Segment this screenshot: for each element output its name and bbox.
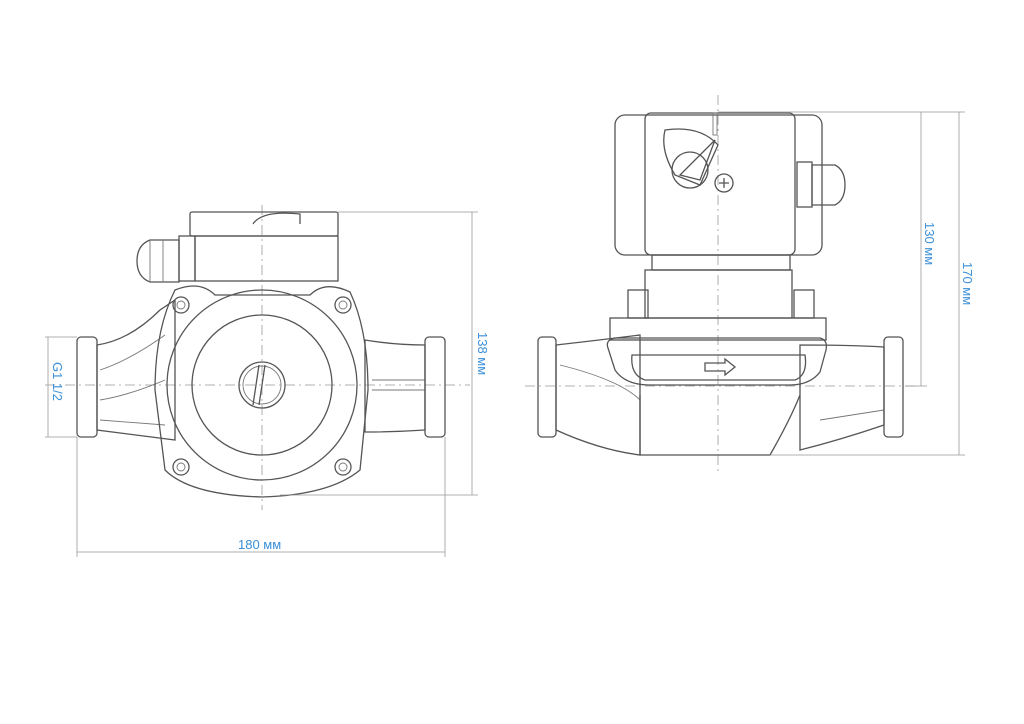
selector-pointer bbox=[678, 139, 716, 181]
side-outlet-pipe bbox=[799, 344, 885, 451]
side-inlet-pipe bbox=[555, 334, 641, 456]
vent-screw bbox=[238, 361, 286, 409]
dimension-138: 138 мм bbox=[280, 211, 490, 496]
pump-housing bbox=[154, 285, 369, 498]
indicator-slot bbox=[712, 112, 718, 136]
flange-bolt-right bbox=[793, 289, 815, 319]
side-outlet-flange bbox=[883, 336, 904, 438]
outlet-flange bbox=[424, 336, 446, 438]
side-inlet-flange bbox=[537, 336, 557, 438]
speed-selector-dial bbox=[671, 151, 709, 189]
thread-size-label: G1 1/2 bbox=[50, 362, 65, 401]
side-view: 130 мм 170 мм bbox=[525, 95, 975, 475]
dimension-180: 180 мм bbox=[76, 437, 446, 557]
inlet-pipe bbox=[96, 298, 176, 441]
side-volute-bottom bbox=[639, 394, 801, 456]
gland-nut bbox=[178, 235, 196, 282]
dimension-thread: G1 1/2 bbox=[45, 336, 77, 438]
control-box bbox=[644, 112, 796, 256]
dimension-length-label: 180 мм bbox=[238, 537, 281, 552]
screw-icon bbox=[714, 173, 734, 193]
terminal-box bbox=[194, 235, 339, 282]
motor-housing bbox=[614, 114, 823, 256]
cable-gland bbox=[136, 239, 180, 283]
side-gland-nut bbox=[796, 161, 813, 208]
outlet-pipe bbox=[364, 339, 426, 433]
inlet-flange bbox=[76, 336, 98, 438]
speed-selector-knob bbox=[663, 128, 719, 186]
dimension-170: 170 мм bbox=[958, 112, 975, 455]
flange-bolt-left bbox=[627, 289, 649, 319]
dimension-130: 130 мм bbox=[920, 112, 937, 386]
motor-neck bbox=[651, 254, 791, 271]
side-volute-top bbox=[606, 337, 828, 386]
flow-direction-arrow bbox=[704, 357, 737, 377]
motor-stator bbox=[644, 269, 793, 319]
total-height-label: 170 мм bbox=[960, 262, 975, 305]
axis-height-label: 130 мм bbox=[922, 222, 937, 265]
side-cable-gland bbox=[811, 164, 846, 206]
housing-bolts bbox=[172, 296, 352, 476]
dimension-height-label: 138 мм bbox=[475, 332, 490, 375]
front-view: 138 мм 180 мм G1 1/2 bbox=[45, 205, 490, 557]
rotor-cover bbox=[191, 314, 333, 456]
housing-ring bbox=[166, 289, 358, 481]
